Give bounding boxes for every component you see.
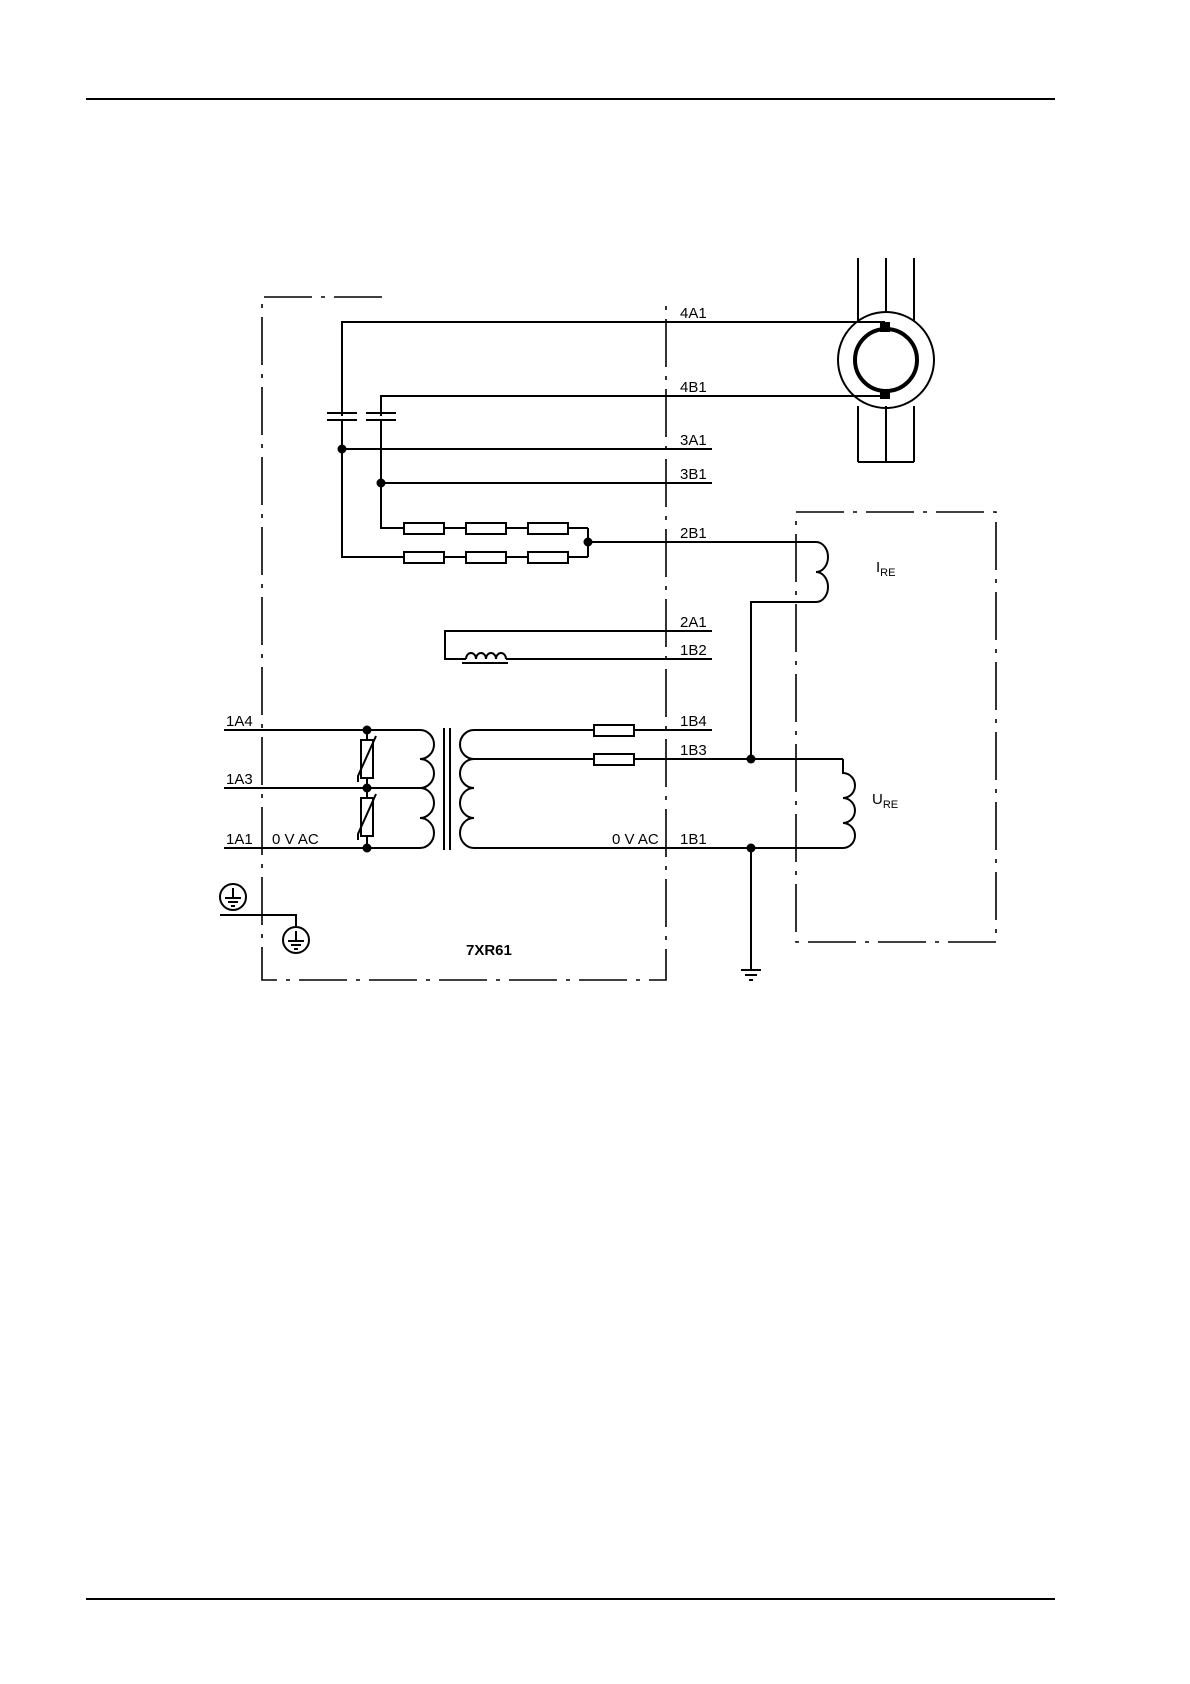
earth-symbols	[220, 884, 309, 953]
label-4a1: 4A1	[680, 305, 707, 322]
label-1b2: 1B2	[680, 642, 707, 659]
label-0vac-right: 0 V AC	[612, 831, 659, 848]
label-3b1: 3B1	[680, 466, 707, 483]
field-leads	[327, 322, 885, 420]
ire-coil	[751, 542, 828, 757]
label-2b1: 2B1	[680, 525, 707, 542]
test-set-enclosure	[796, 512, 996, 942]
label-4b1: 4B1	[680, 379, 707, 396]
label-1b1: 1B1	[680, 831, 707, 848]
ure-coil	[843, 759, 855, 848]
resistor-network	[338, 420, 817, 563]
label-2a1: 2A1	[680, 614, 707, 631]
ground-symbol	[741, 970, 761, 980]
label-1a4: 1A4	[226, 713, 253, 730]
label-0vac-left: 0 V AC	[272, 831, 319, 848]
ure-label: URE	[872, 791, 898, 811]
device-label: 7XR61	[466, 942, 512, 959]
device-enclosure	[262, 297, 666, 980]
label-1a3: 1A3	[226, 771, 253, 788]
ire-label: IRE	[876, 559, 895, 579]
label-1a1: 1A1	[226, 831, 253, 848]
generator-symbol	[838, 258, 934, 462]
inductor-2a1-1b2	[445, 631, 712, 663]
label-1b4: 1B4	[680, 713, 707, 730]
input-circuit	[224, 726, 420, 853]
label-1b3: 1B3	[680, 742, 707, 759]
label-3a1: 3A1	[680, 432, 707, 449]
